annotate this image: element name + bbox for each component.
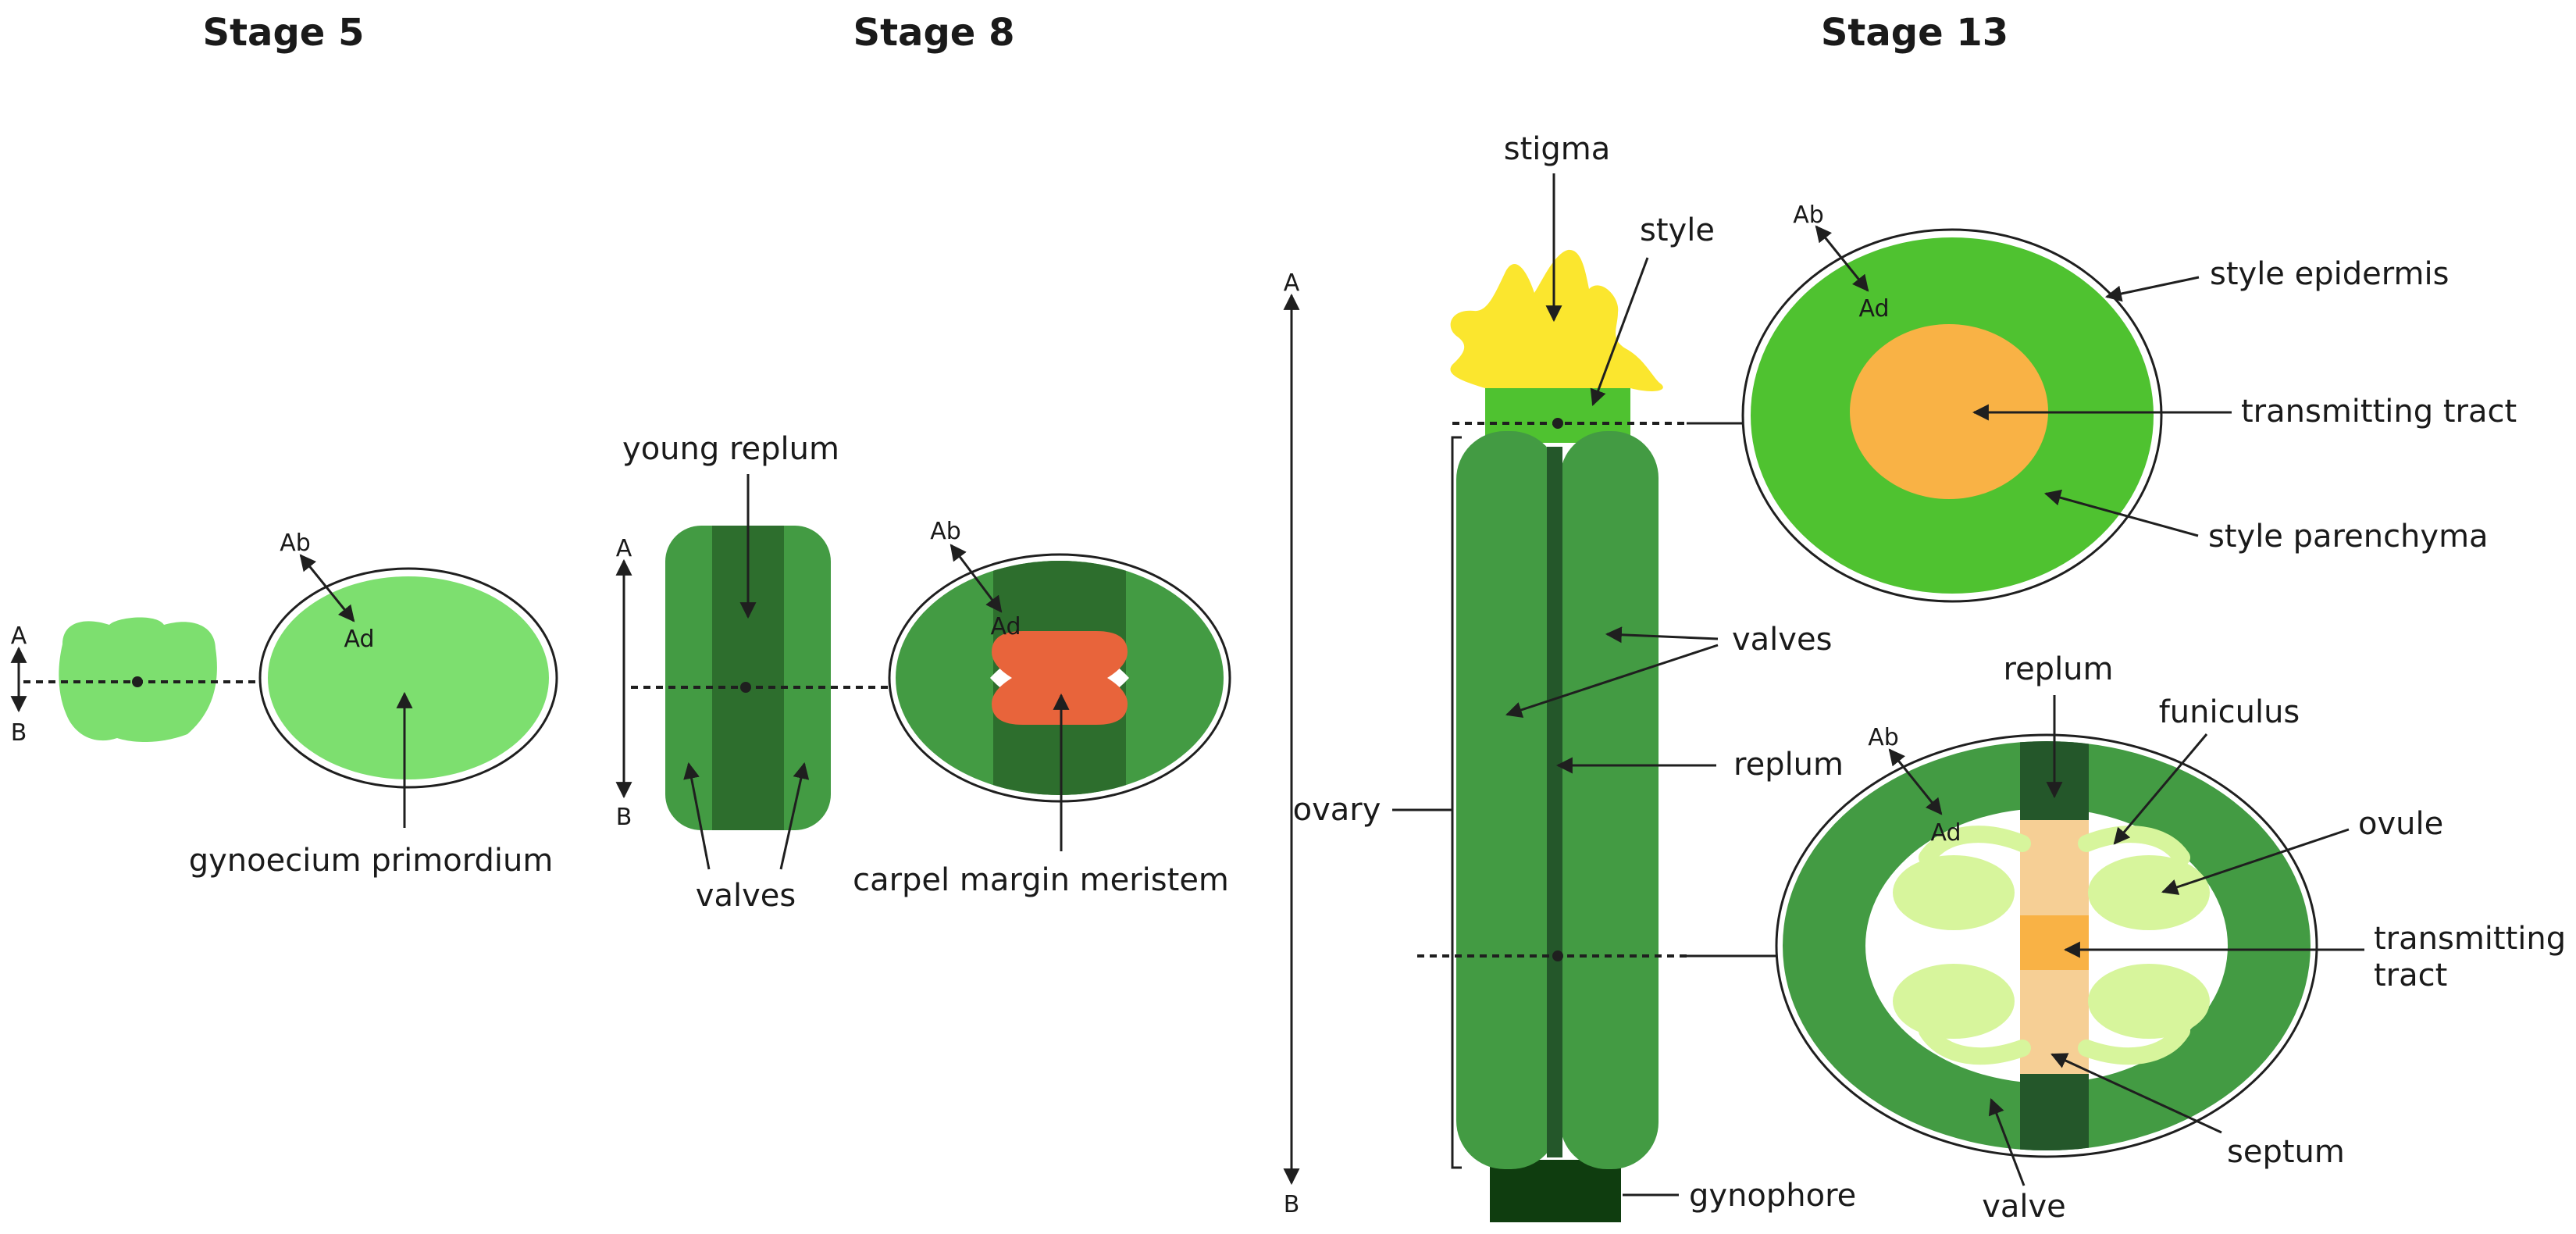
stage5-label-ab: Ab bbox=[280, 530, 311, 557]
stage13-label-b: B bbox=[1284, 1191, 1300, 1218]
stage13-funiculus-leader bbox=[2113, 733, 2208, 845]
stage-8-group: A B young replum valves Ab Ad carpel mar… bbox=[615, 431, 1231, 914]
stage13-valves-label: valves bbox=[1732, 622, 1832, 658]
stage13-style-section-dot bbox=[1552, 418, 1563, 429]
stage8-ab-ad-arrow bbox=[950, 544, 1003, 613]
stage13-stigma-label: stigma bbox=[1504, 131, 1611, 167]
stage5-label-a: A bbox=[11, 622, 27, 650]
stage5-section-dot bbox=[132, 676, 143, 687]
stage8-valves-label: valves bbox=[696, 878, 796, 914]
stage8-label-ab: Ab bbox=[930, 518, 961, 545]
stage13-funiculus-lower-right bbox=[2078, 1022, 2190, 1065]
stage13-style-epidermis-label: style epidermis bbox=[2210, 256, 2449, 292]
stage13-ovule-label: ovule bbox=[2358, 806, 2443, 842]
stage13-replum-strip bbox=[1547, 447, 1562, 1157]
stage13-label-a: A bbox=[1284, 269, 1300, 297]
stage13-transmitting-tract-label: transmitting tract bbox=[2241, 394, 2517, 430]
stage13-style-transmitting-tract-shape bbox=[1850, 324, 2048, 499]
stage8-valves-leader-right bbox=[779, 761, 810, 870]
stage13-style-parenchyma-leader bbox=[2043, 489, 2199, 537]
stage13-style-label-ab: Ab bbox=[1793, 202, 1824, 229]
stage13-ovary-bracket bbox=[1451, 436, 1462, 1169]
stage13-valve-right bbox=[1560, 431, 1659, 1169]
stage13-stigma-shape bbox=[1450, 249, 1663, 391]
stage13-funiculus-upper-left bbox=[1919, 826, 2031, 866]
stage8-section-dot bbox=[740, 682, 751, 693]
stage13-style-parenchyma-label: style parenchyma bbox=[2208, 519, 2489, 555]
stage13-ovule-lower-left bbox=[1893, 964, 2015, 1039]
stage13-gynophore-shape bbox=[1490, 1160, 1621, 1222]
stage13-funiculus-lower-left bbox=[1919, 1022, 2031, 1065]
stage13-ovary-label: ovary bbox=[1293, 792, 1381, 828]
stage13-ovule-lower-right bbox=[2088, 964, 2210, 1039]
stage13-style-label: style bbox=[1640, 212, 1715, 248]
stage-5-group: A B Ab Ad gynoecium primordium bbox=[10, 530, 558, 879]
stage5-label-ad: Ad bbox=[344, 626, 374, 653]
stage13-ovule-upper-left bbox=[1893, 855, 2015, 930]
stage-8-title: Stage 8 bbox=[853, 11, 1015, 55]
stage5-label-b: B bbox=[11, 719, 27, 747]
stage13-gynophore-label: gynophore bbox=[1689, 1178, 1856, 1214]
stage8-label-ad: Ad bbox=[990, 613, 1021, 640]
stage13-ovary-transmitting-tract-shape bbox=[2020, 915, 2089, 970]
stage5-cross-section bbox=[268, 576, 549, 779]
stage13-ovule-leader bbox=[2161, 828, 2350, 895]
stage13-ovary-transmitting-tract-label-line1: transmitting bbox=[2374, 921, 2566, 957]
stage-13-title: Stage 13 bbox=[1821, 11, 2008, 55]
stage13-ovary-label-ab: Ab bbox=[1868, 724, 1899, 751]
stage13-style-ab-ad-arrow bbox=[1815, 225, 1869, 292]
stage5-gynoecium-primordium-label: gynoecium primordium bbox=[189, 843, 554, 879]
stage13-valves-leader-upper bbox=[1605, 626, 1719, 644]
stage13-valve-leader bbox=[1988, 1098, 2026, 1186]
stage13-valve-left bbox=[1456, 431, 1559, 1169]
stage13-septum-leader bbox=[2050, 1053, 2222, 1134]
stage13-style-leader bbox=[1590, 257, 1649, 406]
stage13-funiculus-label: funiculus bbox=[2159, 694, 2300, 730]
stage13-replum-label: replum bbox=[1733, 747, 1844, 783]
stage8-label-b: B bbox=[616, 804, 632, 831]
stage8-valves-leader-left bbox=[683, 761, 711, 870]
stage13-style-epidermis-leader bbox=[2104, 276, 2200, 302]
stage13-ovary-ab-ad-arrow bbox=[1888, 748, 1943, 815]
stage13-ovary-label-ad: Ad bbox=[1930, 819, 1961, 847]
stage13-ovary-replum-label: replum bbox=[2004, 651, 2114, 687]
stage13-funiculus-upper-right bbox=[2078, 826, 2190, 866]
stage13-ovary-section-dot bbox=[1552, 950, 1563, 961]
stage13-septum-label: septum bbox=[2227, 1134, 2345, 1170]
stage-5-title: Stage 5 bbox=[203, 11, 365, 55]
stage8-young-replum-label: young replum bbox=[622, 431, 839, 467]
stage13-ovary-transmitting-tract-label-line2: tract bbox=[2374, 958, 2447, 993]
stage5-ab-ad-arrow bbox=[299, 554, 355, 622]
stage8-carpel-margin-meristem-label: carpel margin meristem bbox=[853, 862, 1229, 898]
stage13-valves-leader-lower bbox=[1505, 644, 1719, 719]
stage8-carpel-margin-meristem-shape bbox=[992, 631, 1128, 725]
stage-13-group: A B gynophore ovary stigma style valves bbox=[1283, 131, 2566, 1225]
stage13-ovule-upper-right bbox=[2088, 855, 2210, 930]
stage8-label-a: A bbox=[616, 535, 632, 562]
stage13-valve-label: valve bbox=[1982, 1189, 2066, 1225]
stage13-style-label-ad: Ad bbox=[1858, 295, 1889, 323]
